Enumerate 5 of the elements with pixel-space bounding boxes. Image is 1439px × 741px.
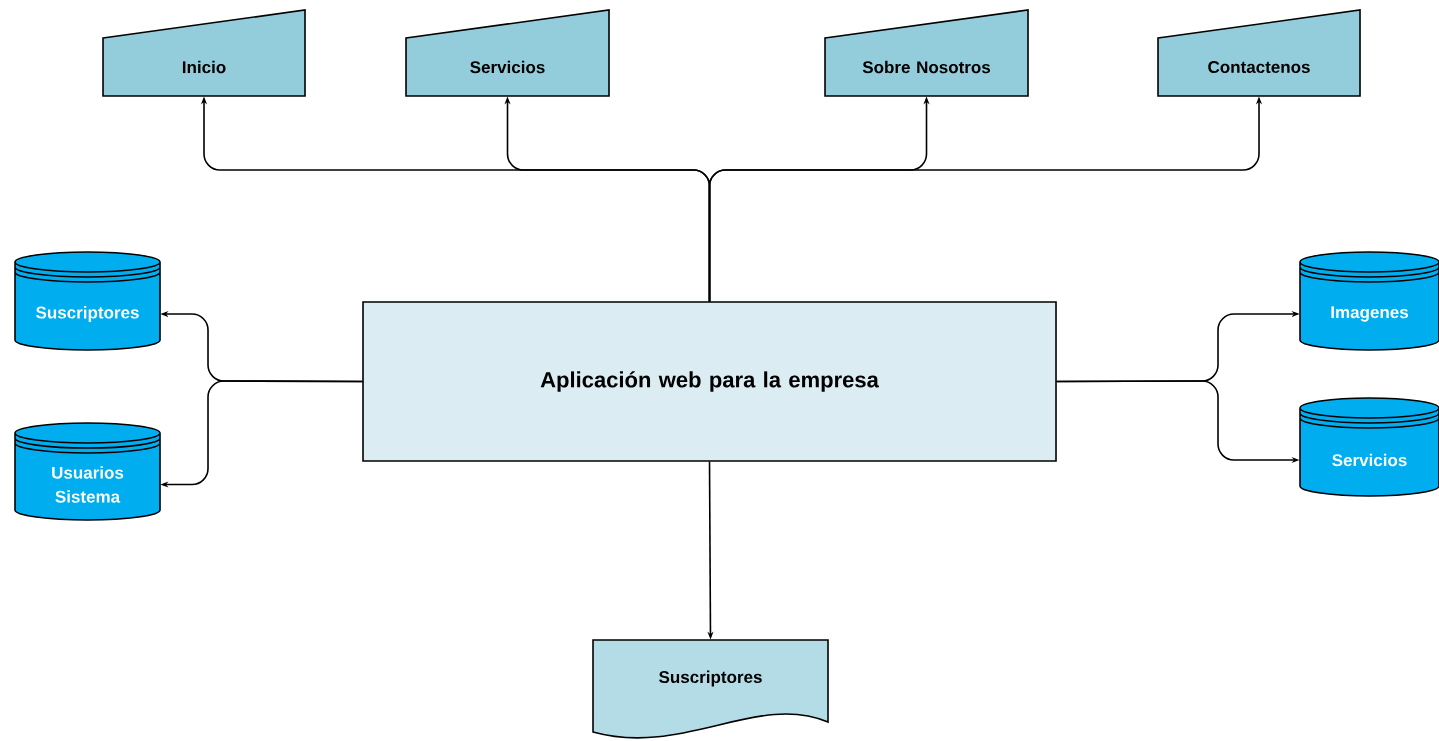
- process-box: Aplicación web para la empresa: [362, 301, 1057, 462]
- database-cylinder: Servicios: [1299, 397, 1439, 497]
- database-cylinder: Suscriptores: [14, 251, 161, 351]
- database-cylinder: Imagenes: [1299, 251, 1439, 351]
- database-cylinder: Usuarios Sistema: [14, 422, 161, 521]
